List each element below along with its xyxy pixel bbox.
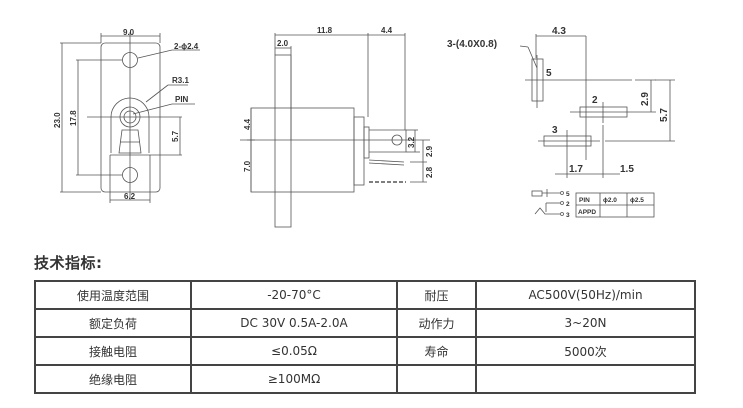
- pin-label: PIN: [175, 95, 189, 104]
- hole-spec-label: 2-ϕ2.4: [174, 42, 199, 51]
- spec-value: DC 30V 0.5A-2.0A: [190, 308, 398, 338]
- table-row: 使用温度范围 -20-70°C 耐压 AC500V(50Hz)/min: [34, 280, 696, 310]
- spec-label: 接触电阻: [34, 336, 192, 366]
- dim-1-7: 1.7: [569, 164, 583, 175]
- spec-value: ≤0.05Ω: [190, 336, 398, 366]
- mounting-hole-top: [122, 52, 138, 68]
- spec-label: [396, 364, 477, 394]
- schematic-pin-5: 5: [566, 191, 570, 198]
- spec-label: 耐压: [396, 280, 477, 310]
- side-body: [250, 107, 355, 193]
- dim-terminal-c: 2.8: [425, 166, 434, 178]
- spec-label: 绝缘电阻: [34, 364, 192, 394]
- dim-width: 9.0: [123, 28, 135, 37]
- mounting-hole-bottom: [122, 167, 138, 183]
- pcb-layout: [519, 34, 675, 178]
- schematic-pin-2: 2: [566, 201, 570, 208]
- schematic: [531, 189, 655, 218]
- dim-terminal-b: 2.9: [425, 145, 434, 157]
- technical-drawing: 9.0 2-ϕ2.4 R3.1 PIN 6.2 23.0 17.8 5.7 11…: [53, 26, 675, 228]
- pin5-label: 5: [546, 68, 552, 79]
- table-row: 绝缘电阻 ≥100MΩ: [34, 364, 696, 394]
- dim-total-height: 23.0: [53, 112, 62, 128]
- table-row: 额定负荷 DC 30V 0.5A-2.0A 动作力 3~20N: [34, 308, 696, 338]
- spec-value: AC500V(50Hz)/min: [475, 280, 696, 310]
- side-view: [240, 33, 430, 228]
- radius-label: R3.1: [172, 76, 189, 85]
- spec-value: -20-70°C: [190, 280, 398, 310]
- slot-spec-label: 3-(4.0X0.8): [447, 39, 497, 50]
- pin-table-header-2-5: ϕ2.5: [630, 197, 644, 204]
- dim-5-7: 5.7: [659, 108, 670, 122]
- dim-terminal-length: 4.4: [381, 26, 393, 35]
- pin3-label: 3: [552, 125, 558, 136]
- dim-terminal-a: 3.2: [407, 136, 416, 148]
- dim-top-width: 4.3: [552, 26, 566, 37]
- spec-label: 使用温度范围: [34, 280, 192, 310]
- spec-value: ≥100MΩ: [190, 364, 398, 394]
- spec-heading: 技术指标:: [34, 254, 103, 272]
- spec-label: 寿命: [396, 336, 477, 366]
- table-row: 接触电阻 ≤0.05Ω 寿命 5000次: [34, 336, 696, 366]
- dim-1-5: 1.5: [620, 164, 634, 175]
- dim-lower-height: 7.0: [243, 160, 252, 172]
- dim-upper-height: 4.4: [243, 118, 252, 130]
- pin-table-appd: APPD: [578, 209, 596, 216]
- front-view: [60, 32, 200, 203]
- dim-hole-spacing: 17.8: [69, 110, 78, 126]
- spec-label: 动作力: [396, 308, 477, 338]
- spec-value: [475, 364, 696, 394]
- dim-bottom-width: 6.2: [124, 192, 136, 201]
- spec-label: 额定负荷: [34, 308, 192, 338]
- spec-table: 使用温度范围 -20-70°C 耐压 AC500V(50Hz)/min 额定负荷…: [34, 280, 696, 394]
- pin-table-header-2-0: ϕ2.0: [603, 197, 617, 204]
- schematic-pin-3: 3: [566, 212, 570, 219]
- dim-2-9: 2.9: [640, 92, 651, 106]
- spec-value: 5000次: [475, 336, 696, 366]
- spec-value: 3~20N: [475, 308, 696, 338]
- dim-pin-offset: 5.7: [171, 130, 180, 142]
- pin2-label: 2: [592, 95, 598, 106]
- dim-flange: 2.0: [277, 39, 289, 48]
- pin-table-header-pin: PIN: [579, 197, 590, 204]
- dim-body-length: 11.8: [317, 26, 333, 35]
